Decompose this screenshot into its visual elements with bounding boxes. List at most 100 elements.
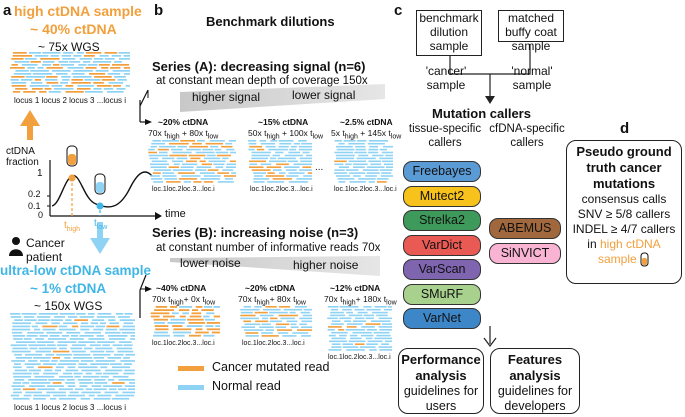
read [24, 319, 37, 321]
read [74, 319, 88, 321]
read [118, 316, 130, 318]
read [213, 306, 220, 308]
read [114, 76, 126, 78]
read [190, 157, 201, 160]
read [36, 341, 54, 343]
read [10, 67, 25, 69]
series-b-sample-2-pct: ~20% ctDNA [245, 283, 296, 293]
read [216, 154, 231, 157]
read [268, 148, 288, 151]
read [78, 363, 88, 365]
read [64, 357, 71, 359]
read [100, 366, 108, 369]
read [339, 334, 347, 337]
read [153, 169, 172, 171]
read [379, 157, 393, 160]
read [195, 306, 203, 308]
read [29, 385, 46, 387]
read [353, 163, 368, 166]
read [213, 315, 220, 318]
read [306, 154, 312, 157]
read [62, 372, 73, 375]
read [33, 372, 40, 375]
read [336, 148, 355, 151]
read [172, 151, 192, 154]
read [284, 166, 300, 168]
read [286, 175, 299, 177]
read [231, 172, 236, 174]
read [127, 388, 135, 391]
read [195, 151, 215, 154]
read [330, 314, 346, 317]
read [379, 169, 393, 171]
read [151, 178, 163, 180]
plot-x-arrowhead [155, 212, 162, 220]
read [23, 316, 35, 318]
read [356, 140, 367, 142]
read [155, 328, 169, 331]
read [152, 172, 161, 174]
read [170, 148, 183, 151]
read [181, 175, 201, 177]
read [80, 322, 89, 325]
read [385, 154, 393, 157]
read [301, 335, 311, 337]
read [346, 326, 357, 328]
read [88, 394, 95, 397]
read [290, 326, 299, 328]
read [105, 369, 123, 372]
read [202, 148, 214, 151]
read [275, 326, 287, 328]
series-a-loci-2: loc.1loc.2loc.3...loc.i [250, 186, 313, 193]
read [171, 312, 179, 315]
read [15, 341, 36, 343]
read [368, 148, 379, 151]
read [103, 385, 123, 387]
read [13, 375, 31, 378]
read [103, 372, 119, 375]
read [300, 160, 312, 163]
read [348, 314, 363, 317]
read [383, 163, 393, 166]
read [354, 308, 365, 311]
read [362, 169, 379, 171]
read [90, 322, 98, 325]
panel-a-letter: a [3, 2, 12, 19]
read [94, 379, 106, 381]
read [331, 320, 341, 322]
plot-ylabel-2: fraction [6, 157, 39, 168]
read [62, 79, 70, 81]
read [224, 178, 233, 180]
read [269, 320, 282, 323]
read [69, 61, 81, 63]
pileup-series-a-1 [148, 140, 236, 183]
read [107, 357, 122, 359]
read [38, 319, 50, 321]
pileup-series-b-1 [150, 306, 220, 337]
read [384, 308, 392, 311]
read [365, 317, 374, 320]
loci-bottom-label: locus 1 locus 2 locus 3 ...locus i [14, 403, 127, 412]
read [109, 322, 119, 325]
read [203, 306, 212, 308]
read [93, 397, 111, 400]
read [61, 55, 71, 57]
arrow-up-orange [20, 110, 40, 140]
read [161, 140, 179, 142]
read [80, 325, 95, 328]
read [159, 145, 176, 148]
read [254, 311, 268, 314]
read [358, 178, 376, 180]
read [50, 55, 59, 57]
read [111, 397, 130, 400]
read [93, 353, 111, 356]
read [123, 67, 130, 69]
read [349, 172, 366, 174]
read [199, 172, 215, 174]
read [118, 388, 127, 391]
read [72, 325, 79, 328]
read [54, 369, 62, 372]
read [222, 169, 234, 171]
read [342, 346, 359, 348]
